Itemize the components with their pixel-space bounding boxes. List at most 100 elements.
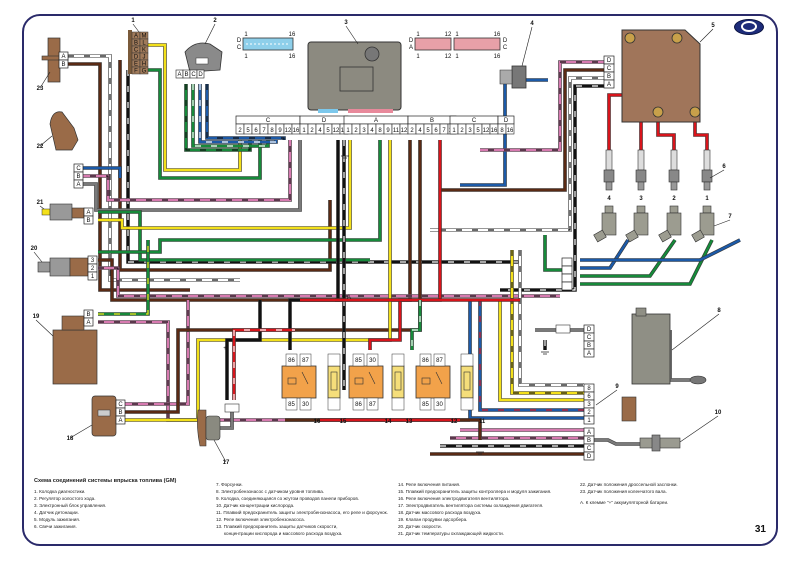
relay-16	[281, 365, 317, 399]
wire-diag-3	[145, 43, 242, 172]
wire-ect-b-outline	[98, 140, 352, 230]
ecu-connector-middle-pin-label: 8	[378, 128, 382, 134]
diag-pin-label: D	[134, 55, 139, 61]
injector-harness-connector-pin	[561, 281, 573, 291]
fuse-13-element	[394, 371, 402, 391]
tps-connector: CBA	[73, 163, 84, 189]
component-label-13: 13	[406, 419, 413, 425]
relay-12-terminal-label: 30	[436, 402, 443, 408]
spark-plug-body	[603, 169, 615, 183]
instrument-connector-pin-label: 3	[587, 402, 591, 408]
injector-connector	[691, 229, 705, 243]
o2-sensor-connector-pin	[583, 451, 595, 461]
wire-crank-a-stripe	[68, 55, 240, 281]
wire-inj-2-outline	[580, 238, 677, 278]
idle-regulator-window	[195, 57, 209, 65]
ecu-connector-right-group-label: C	[472, 118, 477, 124]
ground-icon	[541, 351, 549, 355]
leader-line	[345, 25, 359, 45]
vss-body	[49, 257, 71, 277]
vss-connector-pin-label: 1	[91, 274, 95, 280]
pink-plug-pin: 12	[445, 32, 452, 38]
blue-plug-pin: 16	[289, 54, 296, 60]
wire-inj-2	[580, 239, 676, 278]
relay-12	[415, 365, 451, 399]
pink-plug-letter: A	[409, 45, 413, 51]
relay-14-coil	[354, 377, 364, 385]
wire-ect-b	[98, 140, 352, 230]
injector-body	[633, 212, 649, 236]
ground-icon	[476, 451, 484, 455]
leader-line	[713, 219, 731, 227]
leader-line	[521, 26, 533, 67]
ecu-connector-left-pin-label: 2	[310, 128, 314, 134]
relay-12-switch	[435, 371, 443, 385]
ecu-connector-middle-pin-label: 12	[401, 128, 408, 134]
crank-sensor-connector-pin-label: B	[61, 62, 65, 68]
legend-item: 10. Датчик концентрации кислорода.	[216, 503, 295, 508]
pink-plug-pin: 1	[416, 32, 420, 38]
legend-item: 16. Реле включения электродвигателя вент…	[398, 496, 510, 501]
component-label-16: 16	[314, 419, 321, 425]
legend-column-4: 22. Датчик положения дроссельной заслонк…	[580, 481, 760, 506]
ignition-connector-pin-label: C	[607, 66, 612, 72]
component-label-8: 8	[717, 308, 721, 314]
diag-pin-label: K	[142, 48, 146, 54]
ect-connector: AB	[83, 207, 94, 225]
components-layer: C2567891216D12451216A1234891112B2456712C…	[37, 29, 715, 461]
maf-connector-pin-label: A	[118, 418, 122, 424]
ecu-connector-left-group-label: D	[322, 118, 327, 124]
fuel-pump-connector-pin-label: B	[587, 343, 591, 349]
purge-connector-pin-label: B	[86, 312, 90, 318]
wire-purge-a-stripe	[98, 321, 470, 421]
relay-14-terminal-label: 86	[355, 402, 362, 408]
relay-16-terminal-label: 86	[288, 358, 295, 364]
ecu-connector-left-pin-label: 12	[333, 128, 340, 134]
ect-sensor-plug	[71, 207, 85, 219]
leader-line	[699, 28, 714, 43]
wire-vss-2	[98, 140, 382, 254]
legend-item: 2. Регулятор холостого хода.	[34, 496, 96, 501]
relay-12-coil	[421, 377, 431, 385]
leader-line	[39, 71, 51, 89]
spark-plug-insulator	[670, 149, 678, 171]
component-label-6: 6	[722, 164, 726, 170]
knock-sensor-stud	[499, 69, 513, 85]
wire-purge-b-stripe	[98, 240, 149, 315]
wire-ign-b-stripe	[430, 77, 614, 231]
purge-connector-pin-label: A	[86, 320, 90, 326]
legend-item: 23. Датчик положения коленчатого вала.	[580, 489, 667, 494]
crank-sensor-connector-pin	[58, 59, 69, 69]
spark-plug-insulator	[703, 149, 711, 171]
ecu-connector-middle: A1234891112B2456712	[343, 115, 457, 135]
pink-plug-b	[453, 37, 501, 51]
crank-sensor-connector-pin-label: A	[61, 54, 65, 60]
component-label-1: 1	[131, 18, 135, 24]
diag-pin-label: A	[134, 34, 138, 40]
fuel-pump-connector-pin	[583, 348, 595, 358]
relay-12-terminal-label: 85	[422, 402, 429, 408]
wire-ect-a	[98, 210, 370, 262]
component-label-21: 21	[37, 200, 44, 206]
relay-14-terminal-label: 85	[355, 358, 362, 364]
fuse-15-terminal	[327, 397, 341, 411]
relay-14-terminal-label: 30	[369, 358, 376, 364]
legend-item: 5. Модуль зажигания.	[34, 517, 80, 522]
wire-ign-c	[440, 68, 614, 192]
ecu-connector-left-pin-label: 16	[293, 128, 300, 134]
ecu-body	[307, 41, 402, 111]
blue-plug-letter: C	[237, 45, 242, 51]
fan-motor	[205, 415, 221, 441]
diag-pin-label: L	[142, 41, 146, 47]
spark-plug-number: 3	[639, 196, 643, 202]
ignition-connector-pin-label: A	[607, 82, 611, 88]
legend-item: А. К клемме "+" аккумуляторной батареи.	[580, 500, 669, 505]
blue-plug-pin: 1	[244, 32, 248, 38]
page-number: 31	[754, 524, 766, 535]
legend-item: 9. Колодка, соединяющаяся со жгутом пров…	[216, 496, 360, 501]
diag-bracket	[128, 30, 132, 74]
wire-fan-black-outline	[225, 300, 262, 400]
ecu-connector-left-pin-label: 9	[278, 128, 282, 134]
ecu-connector-left-pin-label: 8	[270, 128, 274, 134]
